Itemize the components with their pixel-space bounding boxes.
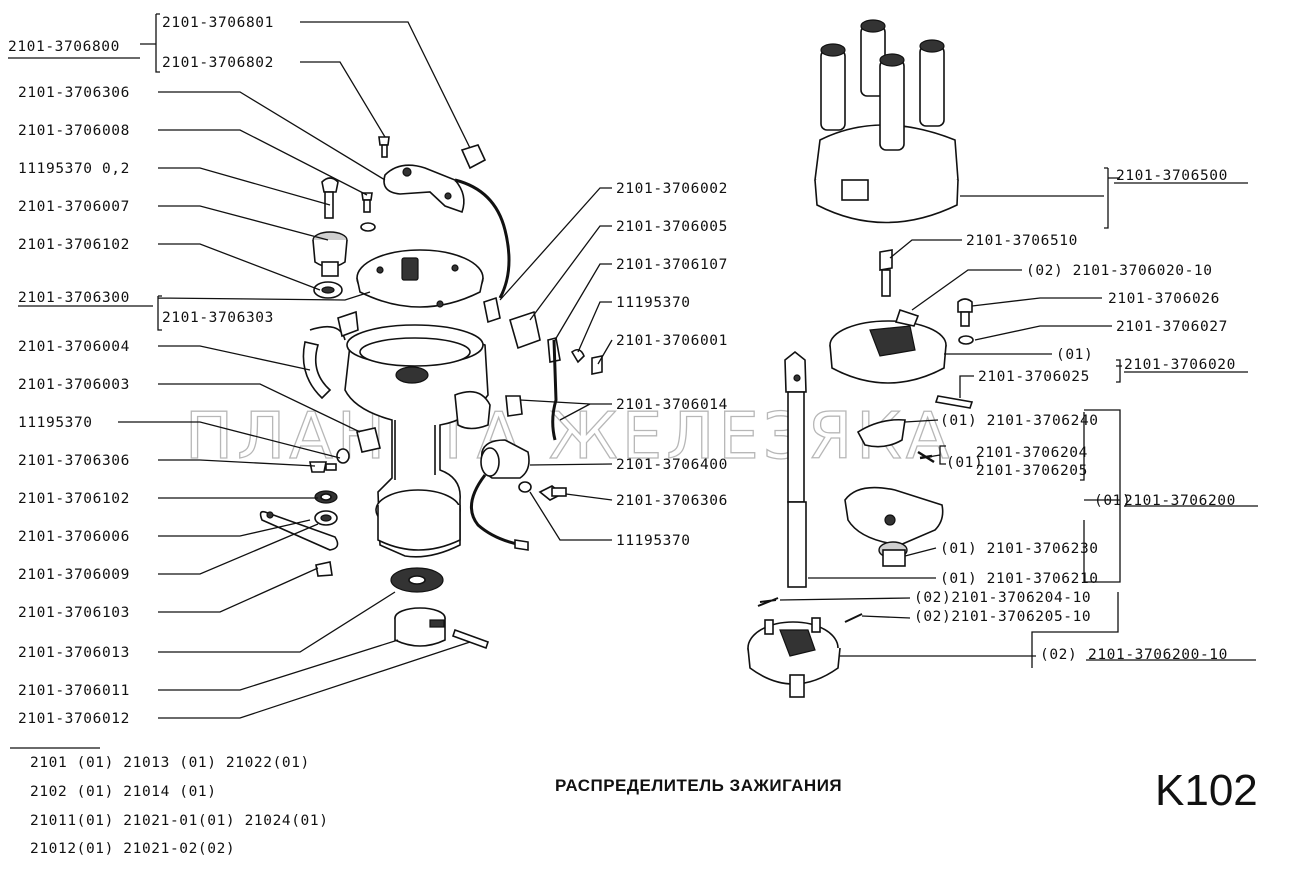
label-2101-3706009: 2101-3706009: [18, 567, 130, 583]
applicability-line: 21012(01) 21021-02(02): [30, 841, 235, 857]
watermark-text: ПЛАНЕТА ЖЕЛЕЗЯКА: [185, 400, 953, 474]
label-2101-3706014: 2101-3706014: [616, 397, 728, 413]
label-2101-3706400: 2101-3706400: [616, 457, 728, 473]
label-01-3706200: (01): [1094, 493, 1131, 509]
label-02-2101-3706020-10: (02) 2101-3706020-10: [1026, 263, 1213, 279]
label-2101-3706800: 2101-3706800: [8, 39, 120, 55]
label-01-3706020: (01): [1056, 347, 1093, 363]
label-2101-3706306-mid: 2101-3706306: [616, 493, 728, 509]
label-02-2101-3706204-10: (02)2101-3706204-10: [914, 590, 1091, 606]
label-2101-3706205: 2101-3706205: [976, 463, 1088, 479]
label-2101-3706020: 2101-3706020: [1124, 357, 1236, 373]
label-2101-3706005: 2101-3706005: [616, 219, 728, 235]
label-01-2101-3706210: (01) 2101-3706210: [940, 571, 1099, 587]
label-2101-3706012: 2101-3706012: [18, 711, 130, 727]
label-2101-3706500: 2101-3706500: [1116, 168, 1228, 184]
label-2101-3706300: 2101-3706300: [18, 290, 130, 306]
part-number-labels: 2101-3706801 2101-3706800 2101-3706802 2…: [8, 15, 1236, 727]
label-2101-3706027: 2101-3706027: [1116, 319, 1228, 335]
label-02-2101-3706205-10: (02)2101-3706205-10: [914, 609, 1091, 625]
label-01-2101-3706240: (01) 2101-3706240: [940, 413, 1099, 429]
label-2101-3706510: 2101-3706510: [966, 233, 1078, 249]
label-2101-3706004: 2101-3706004: [18, 339, 130, 355]
label-2101-3706204: 2101-3706204: [976, 445, 1088, 461]
applicability-line: 2102 (01) 21014 (01): [30, 784, 217, 800]
label-2101-3706026: 2101-3706026: [1108, 291, 1220, 307]
label-2101-3706306-top: 2101-3706306: [18, 85, 130, 101]
page-title: РАСПРЕДЕЛИТЕЛЬ ЗАЖИГАНИЯ: [555, 776, 842, 795]
left-distributor-drawing: [259, 136, 603, 650]
label-2101-3706802: 2101-3706802: [162, 55, 274, 71]
label-2101-3706006: 2101-3706006: [18, 529, 130, 545]
label-2101-3706001: 2101-3706001: [616, 333, 728, 349]
label-11195370-left: 11195370: [18, 415, 93, 431]
label-11195370-mid: 11195370: [616, 295, 691, 311]
label-2101-3706103: 2101-3706103: [18, 605, 130, 621]
label-2101-3706003: 2101-3706003: [18, 377, 130, 393]
label-2101-3706025: 2101-3706025: [978, 369, 1090, 385]
label-2101-3706002: 2101-3706002: [616, 181, 728, 197]
label-2101-3706013: 2101-3706013: [18, 645, 130, 661]
applicability-list: 2101 (01) 21013 (01) 21022(01) 2102 (01)…: [30, 755, 329, 857]
label-2101-3706102-left: 2101-3706102: [18, 491, 130, 507]
label-11195370-02: 11195370 0,2: [18, 161, 130, 177]
leader-lines: [8, 13, 1258, 749]
label-2101-3706200-10: 2101-3706200-10: [1088, 647, 1228, 663]
label-2101-3706011: 2101-3706011: [18, 683, 130, 699]
label-01-2101-3706230: (01) 2101-3706230: [940, 541, 1099, 557]
label-2101-3706008: 2101-3706008: [18, 123, 130, 139]
label-2101-3706306-left: 2101-3706306: [18, 453, 130, 469]
label-02-3706200-10: (02): [1040, 647, 1077, 663]
label-01-springs: (01): [946, 455, 983, 471]
applicability-line: 2101 (01) 21013 (01) 21022(01): [30, 755, 310, 771]
page-code: K102: [1155, 766, 1258, 815]
label-11195370-bottom: 11195370: [616, 533, 691, 549]
label-2101-3706200: 2101-3706200: [1124, 493, 1236, 509]
applicability-line: 21011(01) 21021-01(01) 21024(01): [30, 813, 329, 829]
right-distributor-drawing: [747, 19, 974, 698]
label-2101-3706801: 2101-3706801: [162, 15, 274, 31]
label-2101-3706102-top: 2101-3706102: [18, 237, 130, 253]
label-2101-3706303: 2101-3706303: [162, 310, 274, 326]
label-2101-3706107: 2101-3706107: [616, 257, 728, 273]
label-2101-3706007: 2101-3706007: [18, 199, 130, 215]
